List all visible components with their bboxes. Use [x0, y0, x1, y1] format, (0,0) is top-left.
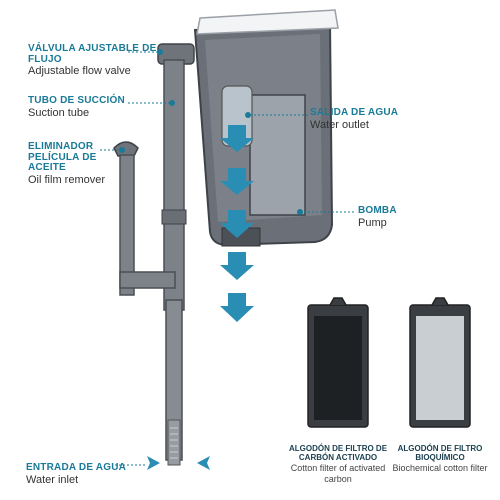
- label-pump-es: BOMBA: [358, 205, 397, 216]
- label-inlet-en: Water inlet: [26, 473, 79, 486]
- label-inlet-es: ENTRADA DE AGUA: [26, 462, 127, 473]
- label-remover-es: ELIMINADOR PELÍCULA DE ACEITE: [28, 141, 97, 173]
- label-valve: VÁLVULA AJUSTABLE DE FLUJO Adjustable fl…: [28, 43, 178, 78]
- arrow-down-icon: [220, 168, 254, 195]
- label-inlet: ENTRADA DE AGUA Water inlet: [26, 462, 146, 486]
- callout-lines: [100, 51, 355, 466]
- callout-dots: [119, 49, 303, 215]
- inner-filter-cartridge: [249, 94, 306, 216]
- carbon-filter-cartridge: [307, 297, 369, 428]
- arrow-right-icon: [147, 456, 160, 470]
- label-outlet-es: SALIDA DE AGUA: [310, 107, 399, 118]
- label-pump-en: Pump: [358, 216, 387, 229]
- label-valve-es: VÁLVULA AJUSTABLE DE FLUJO: [28, 43, 157, 65]
- label-valve-en: Adjustable flow valve: [28, 65, 131, 77]
- caption-bio-filter: ALGODÓN DE FILTRO BIOQUÍMICO Biochemical…: [380, 444, 500, 474]
- arrow-down-icon: [220, 293, 254, 322]
- suction-tube-assembly: [157, 43, 195, 466]
- oil-film-remover: [113, 141, 176, 296]
- arrow-left-icon: [197, 456, 210, 470]
- caption-carbon-es: ALGODÓN DE FILTRO DE CARBÓN ACTIVADO: [288, 444, 388, 463]
- label-suction-es: TUBO DE SUCCIÓN: [28, 95, 125, 106]
- arrow-down-icon: [220, 210, 254, 238]
- caption-carbon-en: Cotton filter of activated carbon: [290, 463, 386, 484]
- label-suction: TUBO DE SUCCIÓN Suction tube: [28, 95, 168, 119]
- label-outlet: SALIDA DE AGUA Water outlet: [310, 107, 430, 131]
- label-remover: ELIMINADOR PELÍCULA DE ACEITE Oil film r…: [28, 141, 108, 186]
- caption-bio-es: ALGODÓN DE FILTRO BIOQUÍMICO: [397, 444, 483, 463]
- caption-bio-en: Biochemical cotton filter: [392, 463, 488, 474]
- label-remover-en: Oil film remover: [28, 173, 106, 186]
- label-pump: BOMBA Pump: [358, 205, 458, 229]
- caption-carbon-filter: ALGODÓN DE FILTRO DE CARBÓN ACTIVADO Cot…: [278, 444, 398, 484]
- bio-filter-cartridge: [409, 297, 471, 428]
- label-suction-en: Suction tube: [28, 106, 90, 119]
- flow-arrows: [147, 125, 254, 470]
- arrow-down-icon: [220, 252, 254, 280]
- label-outlet-en: Water outlet: [310, 118, 369, 131]
- arrow-down-icon: [220, 125, 254, 152]
